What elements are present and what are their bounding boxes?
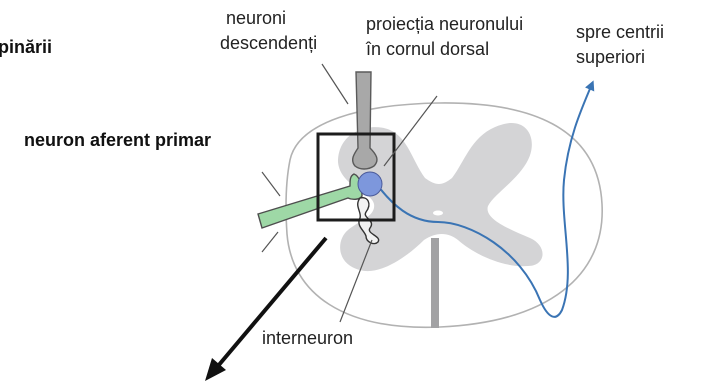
label-descending-neurons-line2: descendenți — [220, 33, 317, 54]
ventral-median-fissure — [431, 238, 439, 328]
leader-line-descending — [322, 64, 348, 104]
label-fragment-left: pinării — [0, 37, 52, 58]
label-projection-line2: în cornul dorsal — [366, 39, 489, 60]
projection-neuron — [358, 172, 382, 196]
label-primary-afferent: neuron aferent primar — [24, 130, 211, 151]
label-higher-centers-line1: spre centrii — [576, 22, 664, 43]
label-projection-line1: proiecția neuronului — [366, 14, 523, 35]
label-interneuron: interneuron — [262, 328, 353, 349]
label-descending-neurons-line1: neuroni — [226, 8, 286, 29]
leader-line-afferent-lower — [262, 232, 278, 252]
leader-line-afferent-upper — [262, 172, 280, 196]
label-higher-centers-line2: superiori — [576, 47, 645, 68]
central-canal — [433, 211, 443, 216]
